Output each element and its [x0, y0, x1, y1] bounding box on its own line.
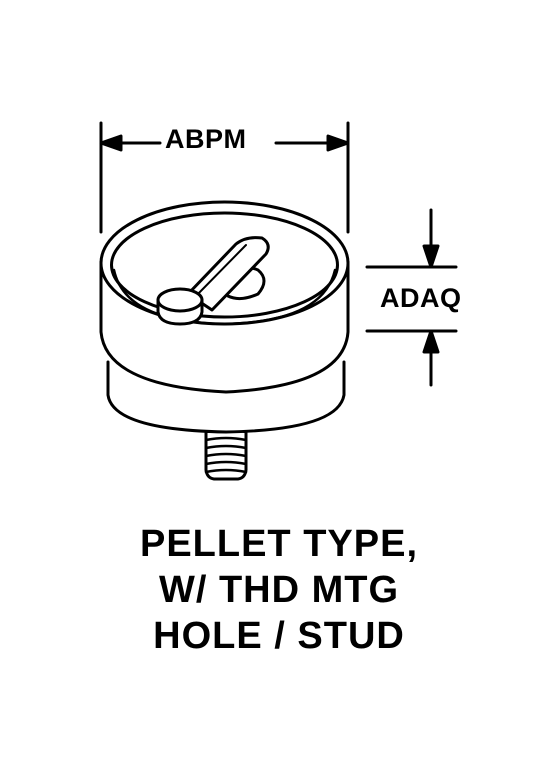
adaq-arrow-bottom: [422, 329, 440, 354]
cap-rim-inner-edge: [112, 268, 337, 326]
caption-line-1: PELLET TYPE,: [139, 523, 419, 565]
abpm-arrow-left: [99, 134, 123, 152]
abpm-arrow-right: [326, 134, 350, 152]
adaq-dimension-label: ADAQ: [380, 283, 462, 314]
pellet-disc-top: [156, 287, 204, 313]
pellet-arm-edge: [193, 244, 247, 299]
abpm-dimension-label: ABPM: [165, 124, 247, 155]
pellet-arm: [186, 236, 270, 312]
threaded-stud: [204, 422, 248, 481]
caption-line-3: HOLE / STUD: [153, 615, 405, 657]
adaq-arrow-top: [422, 244, 440, 269]
caption-line-2: W/ THD MTG: [158, 569, 400, 611]
